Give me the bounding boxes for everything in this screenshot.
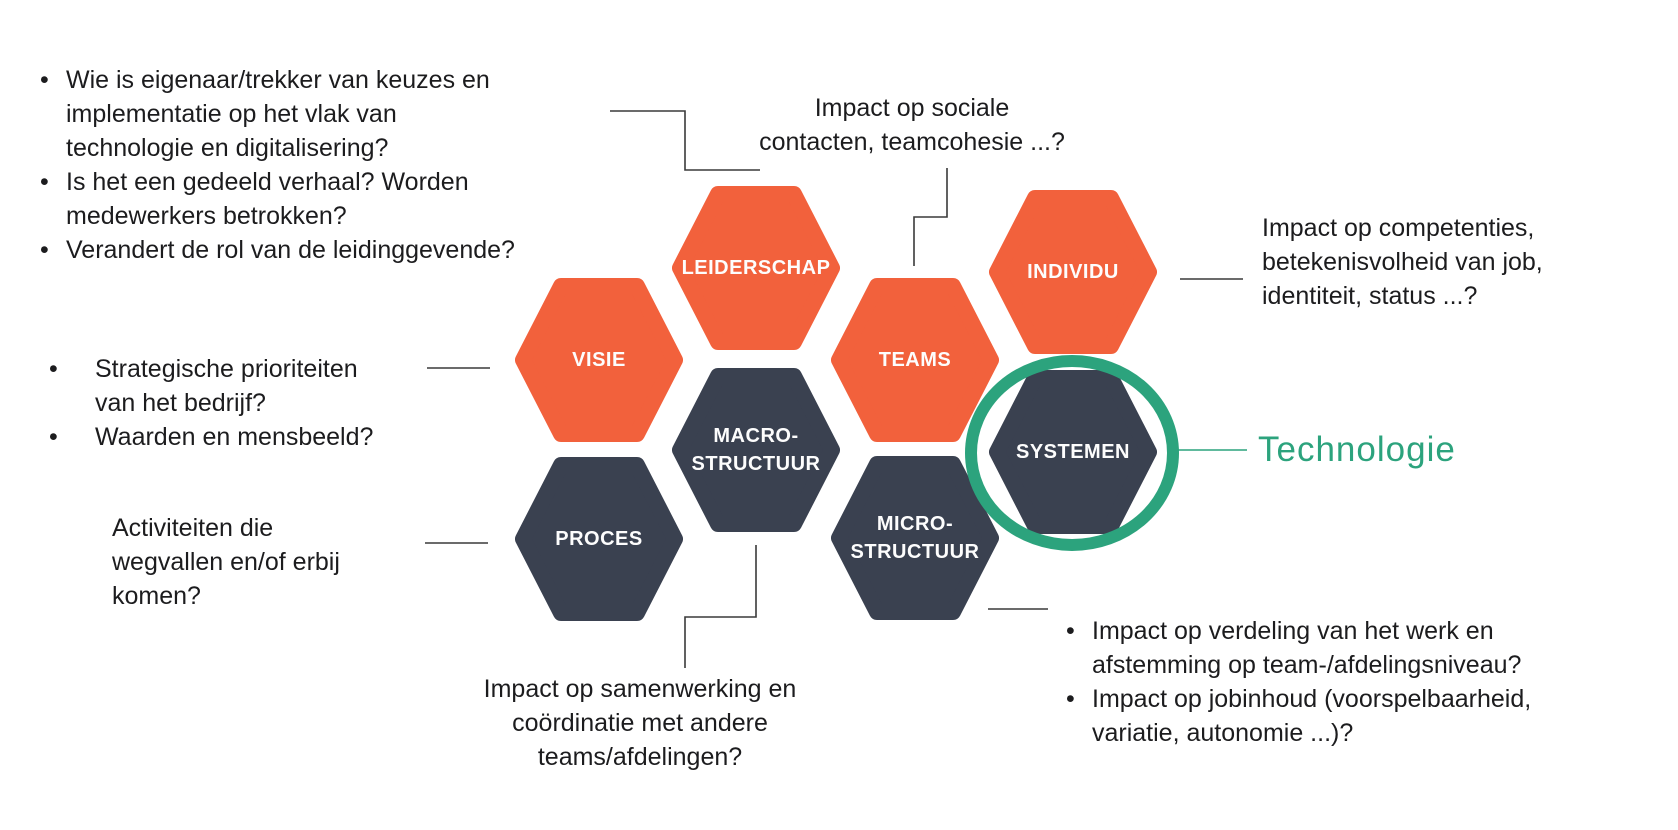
hexagon-label: TEAMS [878, 349, 952, 371]
bullet-icon: • [1066, 685, 1075, 713]
hexagon-label: MICRO- STRUCTUUR [850, 513, 980, 563]
list-item-text: Strategische prioriteiten van het bedrij… [95, 355, 358, 417]
list-item-text: Impact op jobinhoud (voorspelbaarheid, v… [1092, 685, 1532, 747]
bullet-icon: • [40, 66, 49, 94]
hexagon-shape [989, 190, 1157, 354]
hexagon-shape [831, 456, 999, 620]
bullet-list: • Strategische prioriteiten van het bedr… [49, 352, 373, 454]
annotation-individu-note: Impact op competenties, betekenisvolheid… [1262, 214, 1543, 310]
list-item: • Waarden en mensbeeld? [49, 420, 373, 454]
annotation-proces-note: Activiteiten die wegvallen en/of erbij k… [112, 514, 340, 610]
list-item-text: Impact op verdeling van het werk en afst… [1092, 617, 1522, 679]
hexagon-systemen: SYSTEMEN [989, 370, 1157, 534]
annotation-teams-note: Impact op sociale contacten, teamcohesie… [759, 94, 1065, 156]
list-item-text: Verandert de rol van de leidinggevende? [66, 236, 515, 264]
hexagon-label: MACRO- STRUCTUUR [691, 425, 821, 475]
hexagon-shape [515, 278, 683, 442]
annotation-visie-questions: • Strategische prioriteiten van het bedr… [49, 318, 373, 488]
bullet-list: • Impact op verdeling van het werk en af… [1066, 614, 1531, 750]
list-item: • Is het een gedeeld verhaal? Worden med… [40, 165, 515, 233]
hexagon-shape [831, 278, 999, 442]
hexagon-teams: TEAMS [831, 278, 999, 442]
hexagon-label: SYSTEMEN [1015, 441, 1131, 463]
technologie-label: Technologie [1258, 430, 1456, 469]
annotation-leiderschap-questions: • Wie is eigenaar/trekker van keuzes en … [40, 29, 515, 301]
bullet-icon: • [49, 355, 58, 383]
bullet-icon: • [40, 236, 49, 264]
bullet-icon: • [40, 168, 49, 196]
hexagon-macro-structuur: MACRO- STRUCTUUR [672, 368, 840, 532]
bullet-icon: • [49, 423, 58, 451]
hexagon-label: LEIDERSCHAP [681, 257, 831, 279]
hexagon-visie: VISIE [515, 278, 683, 442]
list-item: • Impact op verdeling van het werk en af… [1066, 614, 1531, 682]
annotation-macro-note: Impact op samenwerking en coördinatie me… [483, 675, 797, 771]
list-item-text: Wie is eigenaar/trekker van keuzes en im… [66, 66, 490, 162]
hexagon-shape [515, 457, 683, 621]
connector-teams-note [913, 168, 948, 266]
bullet-icon: • [1066, 617, 1075, 645]
list-item: • Impact op jobinhoud (voorspelbaarheid,… [1066, 682, 1531, 750]
list-item-text: Is het een gedeeld verhaal? Worden medew… [66, 168, 469, 230]
list-item: • Strategische prioriteiten van het bedr… [49, 352, 373, 420]
annotation-micro-questions: • Impact op verdeling van het werk en af… [1066, 580, 1531, 784]
hexagon-micro-structuur: MICRO- STRUCTUUR [831, 456, 999, 620]
hexagon-label: INDIVIDU [1027, 261, 1119, 283]
hexagon-label: PROCES [555, 528, 643, 550]
list-item: • Wie is eigenaar/trekker van keuzes en … [40, 63, 515, 165]
connector-macro-note [684, 545, 757, 668]
hexagon-label: VISIE [572, 349, 626, 371]
hexagon-leiderschap: LEIDERSCHAP [672, 186, 840, 350]
hexagon-proces: PROCES [515, 457, 683, 621]
list-item: • Verandert de rol van de leidinggevende… [40, 233, 515, 267]
list-item-text: Waarden en mensbeeld? [95, 423, 374, 451]
hexagon-shape [672, 368, 840, 532]
hexagon-individu: INDIVIDU [989, 190, 1157, 354]
bullet-list: • Wie is eigenaar/trekker van keuzes en … [40, 63, 515, 267]
hexagon-shape [672, 186, 840, 350]
